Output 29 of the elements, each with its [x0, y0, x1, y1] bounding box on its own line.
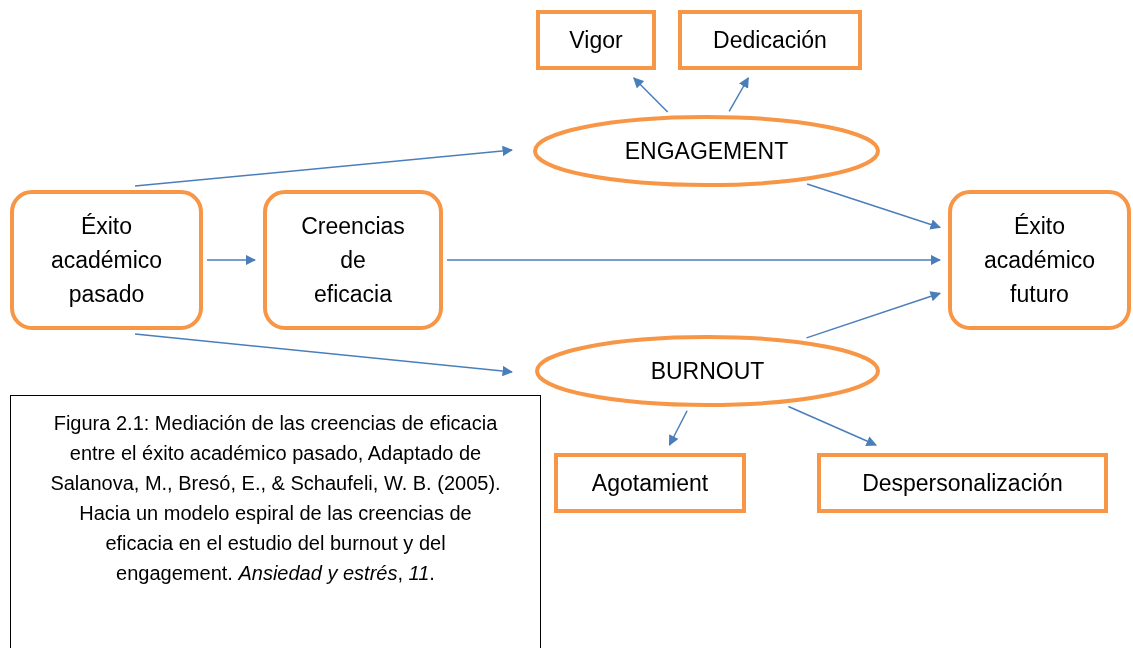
- node-label: Éxito académico pasado: [49, 212, 164, 309]
- node-label: Dedicación: [712, 26, 828, 55]
- process-box: [948, 190, 1131, 330]
- process-box: [263, 190, 443, 330]
- node-label: Éxito académico futuro: [982, 212, 1097, 309]
- arrow: [206, 254, 257, 266]
- arrow: [668, 410, 688, 446]
- node-label: Despersonalización: [861, 469, 1064, 498]
- node-label: BURNOUT: [649, 357, 766, 386]
- arrow: [446, 254, 942, 266]
- node-label: Creencias de eficacia: [300, 212, 406, 309]
- node-label: Vigor: [568, 26, 624, 55]
- ellipse-node: [533, 115, 880, 187]
- arrow: [134, 333, 514, 377]
- arrow: [787, 405, 877, 446]
- process-box: [10, 190, 203, 330]
- process-box: [817, 453, 1108, 513]
- process-box: [554, 453, 746, 513]
- arrow: [806, 183, 941, 230]
- node-label: Agotamient: [590, 469, 710, 498]
- arrow: [805, 291, 941, 339]
- node-label: ENGAGEMENT: [623, 137, 790, 166]
- arrow: [633, 77, 669, 113]
- caption: Figura 2.1: Mediación de las creencias de eficacia entre el éxito académico pasado, Adaptado de Salanova, M., Bresó, E., & Schaufeli, W. B. (2005). Hacia un modelo espiral de las creencias de eficacia en el estudio del burnout y del engagement. Ansiedad y estrés, 11.: [49, 411, 502, 586]
- arrow: [728, 77, 749, 113]
- process-box: [536, 10, 656, 70]
- ellipse-node: [535, 335, 880, 407]
- arrow: [134, 145, 514, 187]
- process-box: [678, 10, 862, 70]
